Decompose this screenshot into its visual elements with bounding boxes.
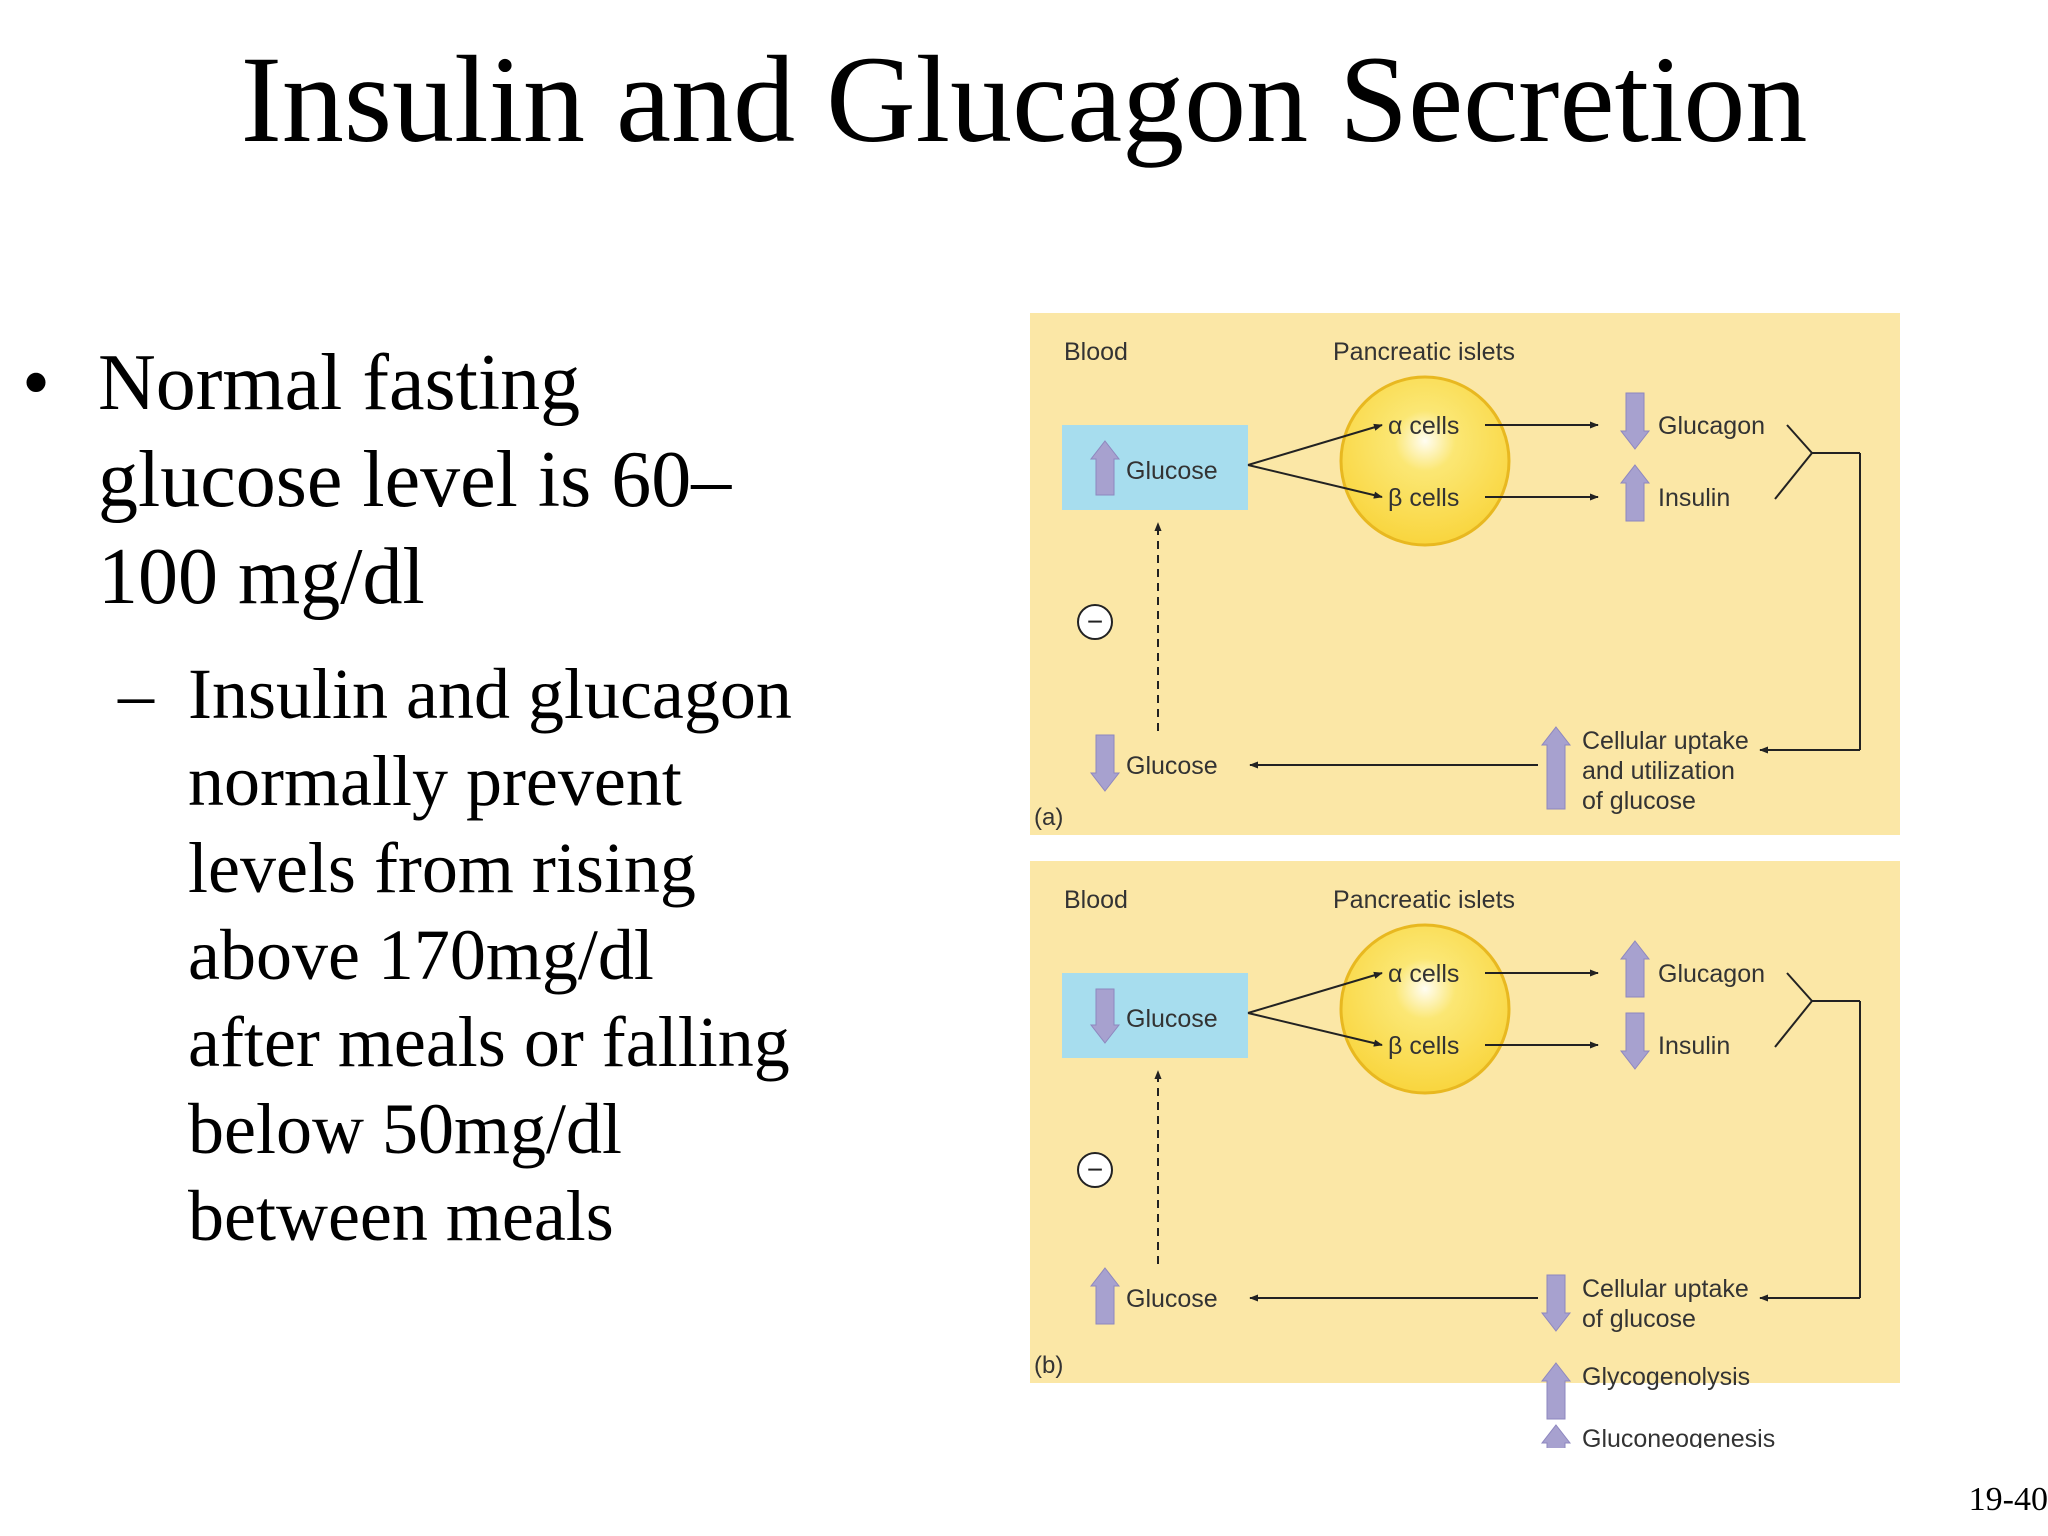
sub-bullet-line: levels from rising <box>188 828 696 908</box>
effect-label: Gluconeogenesis <box>1582 1425 1775 1448</box>
panel-label: (b) <box>1034 1352 1063 1379</box>
decrease-arrow-icon <box>1619 1012 1651 1070</box>
blood-label: Blood <box>1064 886 1128 914</box>
panel-label: (a) <box>1034 804 1063 831</box>
decrease-arrow-icon <box>1089 988 1121 1044</box>
glucose-input-label: Glucose <box>1126 457 1218 485</box>
decrease-arrow-icon <box>1540 1274 1572 1332</box>
bullet-line: glucose level is 60– <box>98 436 732 524</box>
increase-arrow-icon <box>1540 1362 1572 1420</box>
effect-label: Cellular uptake <box>1582 727 1749 755</box>
slide-number: 19-40 <box>1968 1481 2048 1518</box>
sub-bullet-line: below 50mg/dl <box>188 1089 622 1169</box>
increase-arrow-icon <box>1619 464 1651 522</box>
beta-cells-label: β cells <box>1388 484 1459 512</box>
bullet-text: Normal fasting glucose level is 60– 100 … <box>98 335 731 626</box>
islet-cell-cluster <box>1339 375 1511 547</box>
pancreatic-islets-label: Pancreatic islets <box>1333 338 1515 366</box>
insulin-label: Insulin <box>1658 484 1730 512</box>
sub-bullet-marker: – <box>118 654 154 734</box>
sub-bullet-line: after meals or falling <box>188 1002 790 1082</box>
decrease-arrow-icon <box>1089 734 1121 792</box>
effect-label: of glucose <box>1582 787 1696 815</box>
glucose-to-beta-arrow <box>1247 464 1383 499</box>
bullet-line: Normal fasting <box>98 339 581 427</box>
glucose-to-beta-arrow <box>1247 1012 1383 1047</box>
alpha-cells-label: α cells <box>1388 960 1459 988</box>
increase-arrow-icon <box>1540 726 1572 810</box>
increase-arrow-icon <box>1540 1424 1572 1448</box>
inhibition-label: − <box>1087 1154 1103 1185</box>
sub-bullet-line: normally prevent <box>188 741 682 821</box>
islet-cell-cluster <box>1339 923 1511 1095</box>
effect-label: Cellular uptake <box>1582 1275 1749 1303</box>
sub-bullet-line: above 170mg/dl <box>188 915 654 995</box>
inhibition-label: − <box>1087 606 1103 637</box>
bracket-line <box>1774 452 1813 500</box>
bracket-line <box>1786 424 1813 454</box>
inhibition-icon <box>1077 1152 1113 1188</box>
effect-label: of glucose <box>1582 1305 1696 1333</box>
bullet-line: 100 mg/dl <box>98 533 425 621</box>
alpha-cells-label: α cells <box>1388 412 1459 440</box>
increase-arrow-icon <box>1089 440 1121 496</box>
slide-title: Insulin and Glucagon Secretion <box>240 31 1808 168</box>
effect-label: Glycogenolysis <box>1582 1363 1750 1391</box>
increase-arrow-icon <box>1089 1267 1121 1325</box>
effect-label: and utilization <box>1582 757 1735 785</box>
bracket-line <box>1774 1000 1813 1048</box>
glucose-to-alpha-arrow <box>1247 971 1383 1014</box>
glucose-output-label: Glucose <box>1126 1285 1218 1313</box>
pancreatic-islets-label: Pancreatic islets <box>1333 886 1515 914</box>
bracket-line <box>1786 972 1813 1002</box>
glucagon-label: Glucagon <box>1658 412 1765 440</box>
bullet-marker: • <box>22 339 51 427</box>
decrease-arrow-icon <box>1619 392 1651 450</box>
sub-bullet-line: between meals <box>188 1176 614 1256</box>
sub-bullet-text: Insulin and glucagon normally prevent le… <box>188 651 792 1260</box>
sub-bullet-line: Insulin and glucagon <box>188 654 792 734</box>
glucose-to-alpha-arrow <box>1247 423 1383 466</box>
glucose-input-label: Glucose <box>1126 1005 1218 1033</box>
glucose-box <box>1062 973 1248 1058</box>
beta-cells-label: β cells <box>1388 1032 1459 1060</box>
glucose-output-label: Glucose <box>1126 752 1218 780</box>
increase-arrow-icon <box>1619 940 1651 998</box>
insulin-label: Insulin <box>1658 1032 1730 1060</box>
inhibition-icon <box>1077 604 1113 640</box>
glucose-box <box>1062 425 1248 510</box>
blood-label: Blood <box>1064 338 1128 366</box>
glucagon-label: Glucagon <box>1658 960 1765 988</box>
